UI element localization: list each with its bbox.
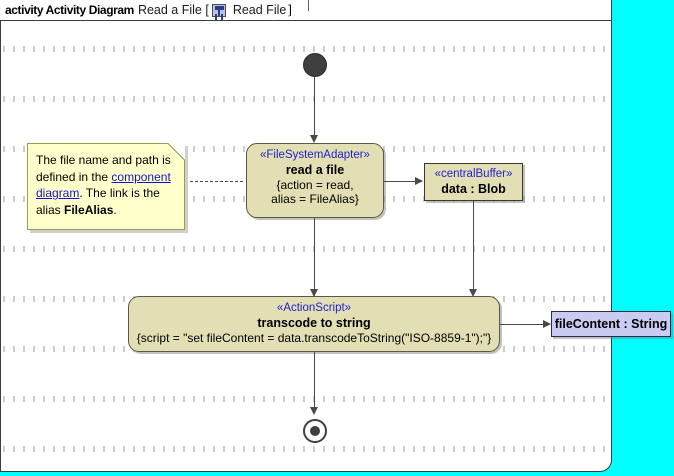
diagram-name-close-bracket: ] (288, 3, 292, 17)
note-fold-icon (167, 143, 185, 161)
arrow-read-file-to-buffer (415, 177, 423, 185)
read-a-file-props-line1: {action = read, (276, 178, 354, 192)
read-a-file-name: read a file (285, 163, 345, 177)
note-anchor-line (190, 181, 243, 182)
note-text-part2: . The link is the alias (36, 186, 160, 217)
arrow-buffer-to-transcode (469, 289, 477, 297)
note-text-part3: . (113, 202, 117, 217)
note-alias-bold: FileAlias (64, 202, 114, 217)
edge-initial-to-read-file (314, 77, 315, 141)
object-node-file-content[interactable]: fileContent : String (551, 311, 671, 337)
activity-diagram-icon (211, 3, 226, 17)
file-content-name: fileContent : String (554, 317, 668, 331)
read-a-file-stereotype: «FileSystemAdapter» (260, 149, 370, 161)
activity-final-inner-dot (310, 426, 320, 436)
initial-node[interactable] (303, 53, 327, 77)
central-buffer-stereotype: «centralBuffer» (434, 168, 513, 180)
diagram-keyword: activity Activity Diagram (5, 3, 134, 17)
arrow-transcode-to-filecontent (543, 320, 551, 328)
note-comment[interactable]: The file name and path is defined in the… (27, 143, 185, 230)
edge-buffer-to-transcode (473, 201, 474, 295)
transcode-script: {script = "set fileContent = data.transc… (136, 331, 492, 345)
frame-left-border (0, 20, 1, 472)
central-buffer-name: data : Blob (441, 182, 506, 196)
read-a-file-props-line2: alias = FileAlias} (271, 192, 359, 206)
frame-top-border (0, 20, 612, 21)
edge-read-file-to-transcode (314, 218, 315, 296)
arrow-transcode-to-final (310, 407, 318, 415)
component-diagram-link[interactable]: component diagram (36, 169, 171, 201)
edge-transcode-to-final (314, 352, 315, 413)
edge-read-file-to-buffer (384, 181, 422, 182)
transcode-name: transcode to string (257, 316, 371, 330)
diagram-name: Read a File [ (137, 3, 209, 17)
grid-dots (1, 21, 611, 471)
object-node-central-buffer[interactable]: «centralBuffer» data : Blob (424, 163, 523, 201)
arrow-initial-to-read-file (310, 135, 318, 143)
transcode-stereotype: «ActionScript» (276, 302, 352, 314)
action-transcode-to-string[interactable]: «ActionScript» transcode to string {scri… (128, 296, 500, 352)
action-read-a-file[interactable]: «FileSystemAdapter» read a file {action … (246, 143, 384, 218)
arrow-read-file-to-transcode (310, 289, 318, 297)
diagram-title-tab[interactable]: activity Activity Diagram Read a File [ … (0, 0, 309, 21)
activity-final-node[interactable] (303, 419, 327, 443)
note-text-part1: The file name and path is defined in the (36, 153, 171, 184)
edge-transcode-to-filecontent (500, 324, 550, 325)
diagram-icon-label: Read File (232, 3, 287, 17)
